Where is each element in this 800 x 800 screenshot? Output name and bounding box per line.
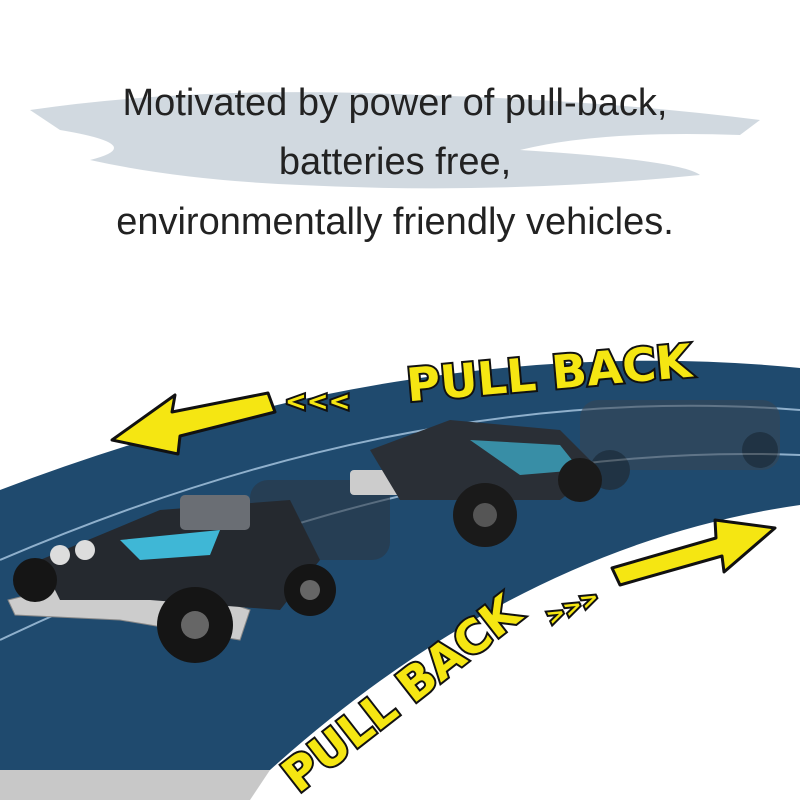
headline-line-3: environmentally friendly vehicles. (116, 201, 674, 243)
headline-line-1: Motivated by power of pull-back, (122, 82, 668, 124)
svg-text:>>>: >>> (543, 585, 604, 631)
brush-stroke (30, 92, 760, 189)
headline-line-2: batteries free, (278, 141, 512, 183)
car-front (7, 495, 336, 663)
arrow-left-icon: <<< (110, 385, 352, 456)
car-middle (350, 420, 602, 547)
svg-text:<<<: <<< (285, 387, 350, 417)
